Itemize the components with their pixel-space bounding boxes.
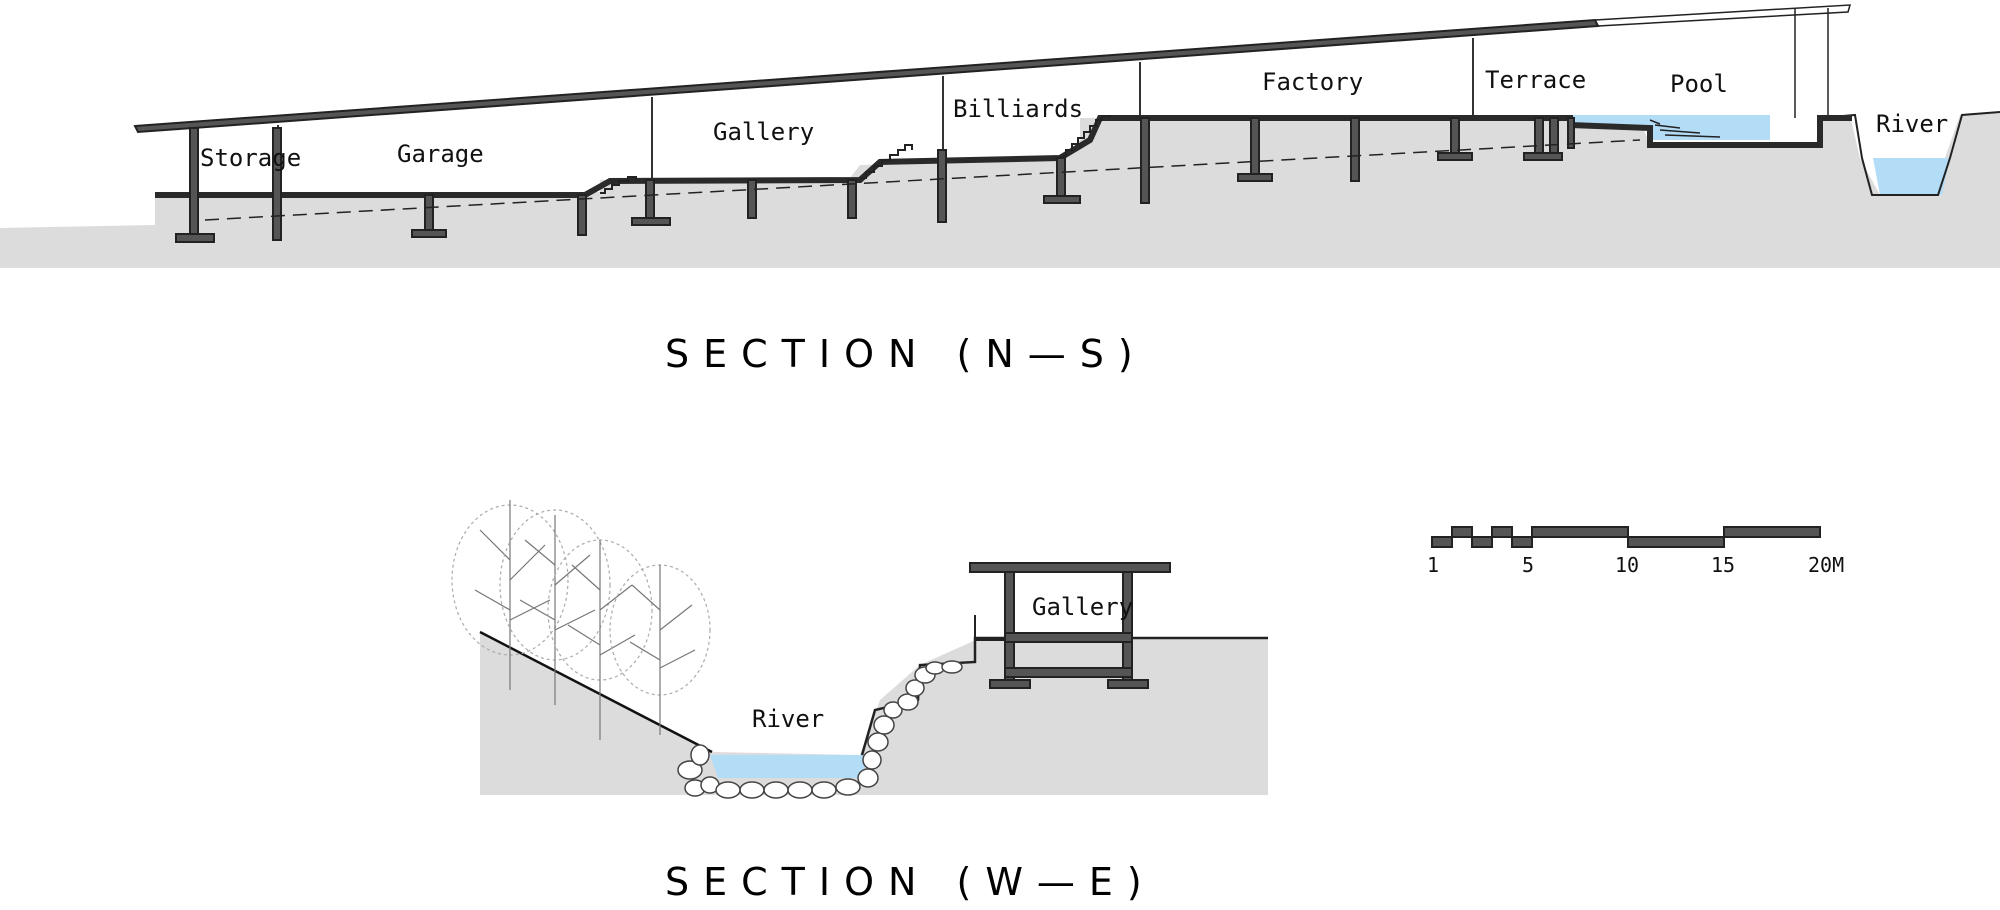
we-gallery-building [969,562,1171,689]
ns-ground [0,112,2000,268]
title-section-we: SECTION (W—E) [665,860,1156,904]
ns-pool-steps [1649,119,1721,138]
scale-label-20m: 20M [1808,553,1844,577]
label-terrace: Terrace [1485,66,1586,94]
ns-river-water [1873,158,1950,195]
label-billiards: Billiards [953,95,1083,123]
label-river-ns: River [1876,110,1948,138]
we-slope-line [479,630,713,754]
section-ns: Storage Garage Gallery Billiards Factory… [0,4,2000,376]
label-gallery: Gallery [713,118,814,146]
ns-stair-2 [860,144,913,179]
ns-stair-3 [1060,115,1111,157]
label-pool: Pool [1670,70,1728,98]
scale-label-1: 1 [1427,553,1439,577]
ns-columns [175,117,1575,243]
label-river-we: River [752,705,824,733]
label-storage: Storage [200,144,301,172]
scale-label-10: 10 [1615,553,1639,577]
scale-label-15: 15 [1711,553,1735,577]
scale-bar: 1 5 10 15 20M [1427,526,1844,577]
label-garage: Garage [397,140,484,168]
we-riverbed-stones [677,660,963,799]
scale-label-5: 5 [1522,553,1534,577]
ns-floor-slab [155,115,1852,198]
label-factory: Factory [1262,68,1363,96]
ns-glass-canopy [1594,4,1852,27]
section-we: River Gallery SECTION (W—E) [451,500,1268,904]
ns-river-channel [1819,111,2000,196]
title-section-ns: SECTION (N—S) [665,332,1147,376]
ns-stair-1 [600,176,637,194]
we-river-water [710,755,868,778]
we-trees [451,500,711,740]
ns-original-ground-line [204,139,1641,221]
label-gallery-we: Gallery [1032,593,1133,621]
